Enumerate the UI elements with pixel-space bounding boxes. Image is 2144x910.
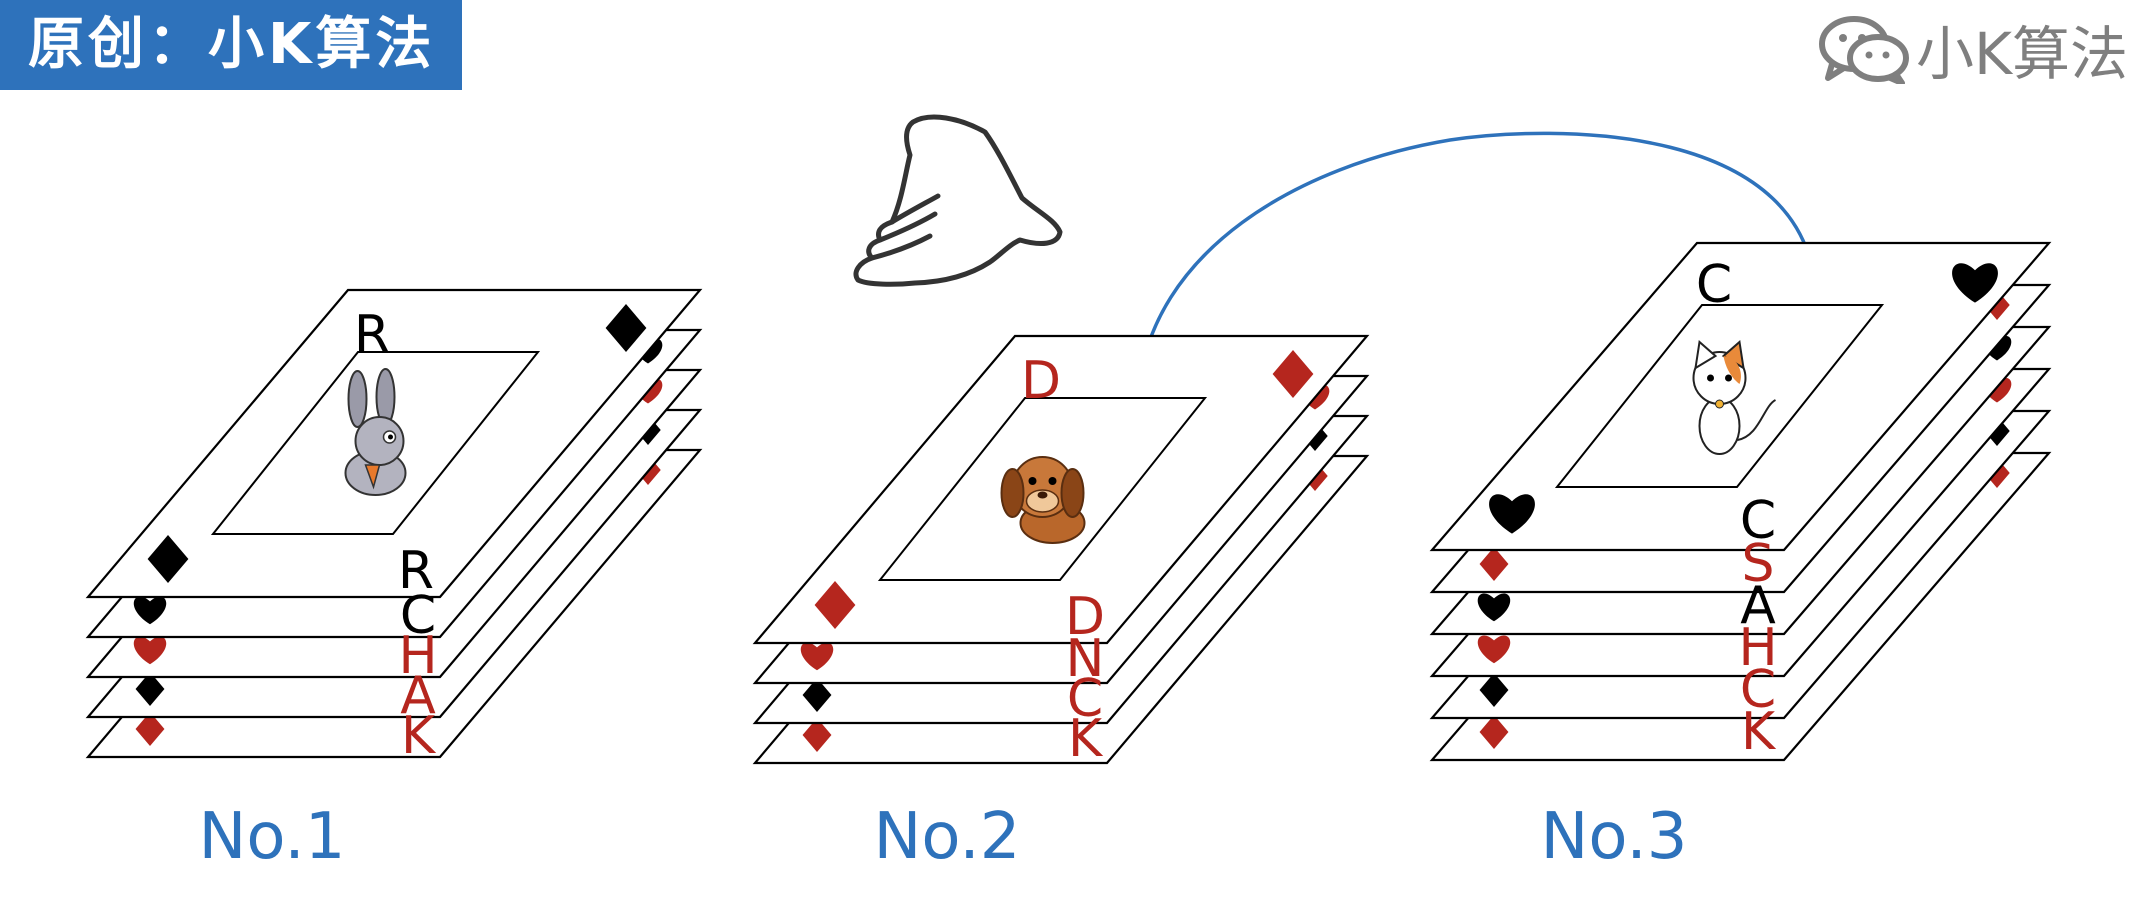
card-letter: A: [400, 666, 436, 726]
diamond-suit-icon: [814, 581, 856, 629]
heart-suit-icon: [133, 636, 167, 665]
card-letter: S: [1741, 534, 1774, 594]
card-letter: H: [398, 626, 437, 686]
heart-suit-icon: [1477, 635, 1511, 664]
banner-text: 原创：小K算法: [28, 12, 436, 77]
move-arrow: [1127, 131, 1818, 400]
card-stack-1: [85, 288, 703, 759]
card-stack-2: [752, 334, 1370, 765]
diamond-suit-icon: [802, 678, 832, 712]
diamond-suit-icon: [1479, 673, 1509, 707]
card-letter: A: [1740, 576, 1776, 636]
rabbit-icon: [344, 368, 407, 496]
diamond-suit-icon: [1479, 715, 1509, 749]
top-card: [1429, 241, 2052, 552]
diamond-suit-icon: [1272, 350, 1314, 398]
heart-suit-icon: [1489, 494, 1535, 534]
top-card-letter: D: [1021, 351, 1061, 411]
top-card: [752, 334, 1370, 645]
dog-icon: [1000, 456, 1086, 544]
card-letter: K: [401, 706, 437, 766]
brand-name: 小K算法: [1915, 20, 2128, 88]
diamond-suit-icon: [147, 535, 189, 583]
diamond-suit-icon: [802, 718, 832, 752]
top-card-letter-corner: R: [398, 541, 434, 601]
original-author-banner: 原创：小K算法: [0, 0, 462, 90]
diamond-suit-icon: [135, 712, 165, 746]
heart-suit-icon: [800, 642, 834, 671]
heart-suit-icon: [1477, 593, 1511, 622]
top-card-letter-corner: C: [1740, 491, 1776, 551]
card-outline: [1429, 241, 2052, 552]
wechat-icon: [1818, 16, 1909, 84]
card-letter: C: [1740, 660, 1776, 720]
diamond-suit-icon: [135, 672, 165, 706]
card-letter: H: [1738, 618, 1777, 678]
top-card-letter: R: [354, 305, 390, 365]
card-letter: K: [1068, 709, 1104, 769]
diamond-suit-icon: [605, 304, 647, 352]
cat-icon: [1692, 340, 1777, 455]
stack-label-1: No.1: [199, 800, 346, 874]
card-inner-frame: [877, 397, 1208, 581]
top-card-letter: C: [1696, 255, 1732, 315]
card-letter: C: [1067, 669, 1103, 729]
hand-pointing-icon: [853, 114, 1063, 287]
top-card-letter-corner: D: [1065, 587, 1105, 647]
card-inner-frame: [210, 351, 541, 535]
stack-label-2: No.2: [874, 800, 1021, 874]
card-inner-frame: [1554, 304, 1885, 488]
card-letter: K: [1741, 702, 1777, 762]
top-card: [85, 288, 703, 599]
brand-logo: 小K算法: [1818, 14, 2128, 88]
heart-suit-icon: [133, 596, 167, 625]
card-letter: C: [400, 586, 436, 646]
heart-suit-icon: [1952, 263, 1998, 303]
diamond-suit-icon: [1479, 547, 1509, 581]
card-stack-3: [1429, 241, 2052, 762]
stack-label-3: No.3: [1541, 800, 1688, 874]
card-letter: N: [1066, 629, 1105, 689]
